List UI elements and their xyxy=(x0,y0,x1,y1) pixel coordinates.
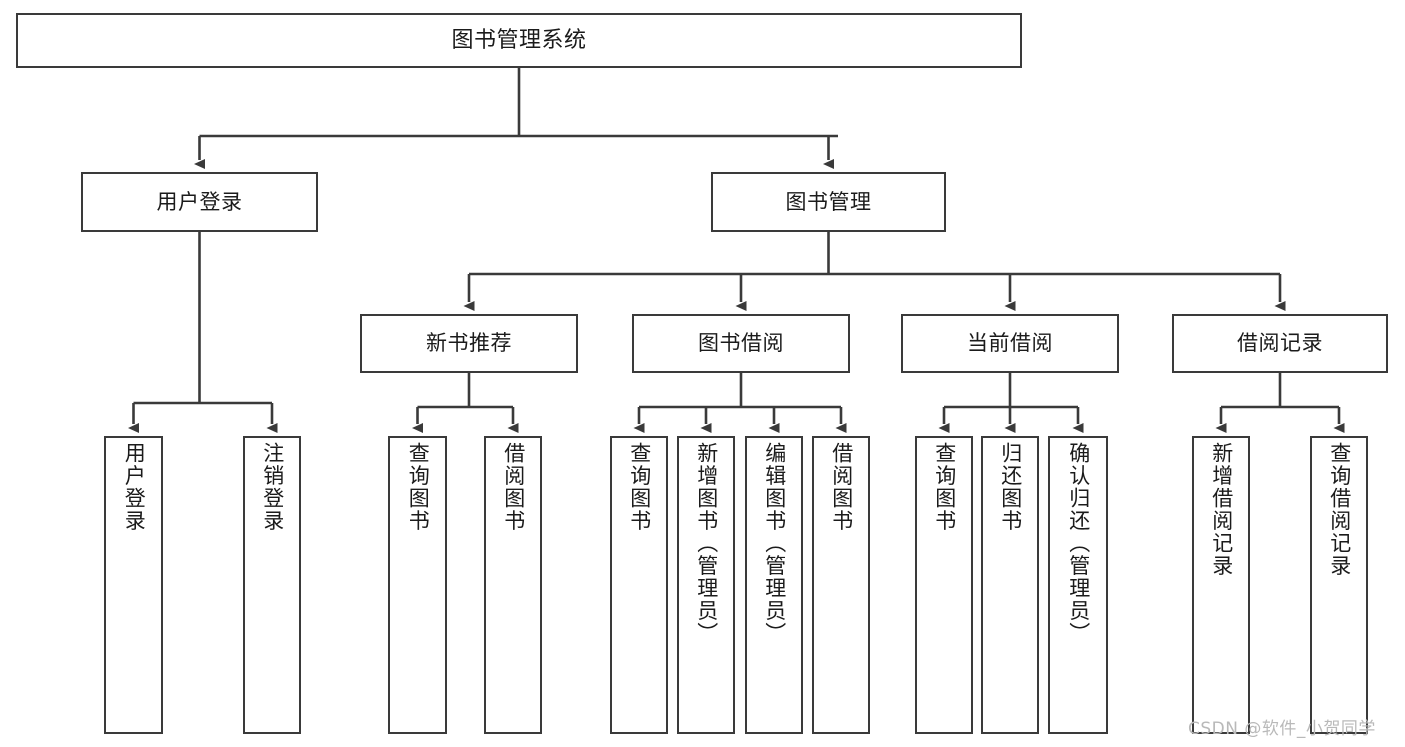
node-leaf-edit-book-admin[interactable]: 编辑图书（管理员） xyxy=(745,436,803,734)
node-leaf-query-book-1[interactable]: 查询图书 xyxy=(388,436,447,734)
node-label: 查询图书 xyxy=(406,442,431,532)
node-label: 注销登录 xyxy=(260,442,285,532)
node-label: 借阅图书 xyxy=(501,442,526,532)
node-label: 借阅记录 xyxy=(1237,331,1323,356)
node-label: 借阅图书 xyxy=(829,442,854,532)
node-label: 查询图书 xyxy=(932,442,957,532)
node-label: 查询借阅记录 xyxy=(1327,442,1352,577)
node-label: 归还图书 xyxy=(998,442,1023,532)
node-leaf-borrow-book-2[interactable]: 借阅图书 xyxy=(812,436,870,734)
node-user-login[interactable]: 用户登录 xyxy=(81,172,318,232)
watermark-text: CSDN @软件_小贺同学 xyxy=(1188,719,1376,739)
node-leaf-return-book[interactable]: 归还图书 xyxy=(981,436,1039,734)
node-leaf-logout-login[interactable]: 注销登录 xyxy=(243,436,301,734)
node-label: 新书推荐 xyxy=(426,331,512,356)
node-root-system[interactable]: 图书管理系统 xyxy=(16,13,1022,68)
node-leaf-borrow-book-1[interactable]: 借阅图书 xyxy=(484,436,542,734)
node-label: 图书借阅 xyxy=(698,331,784,356)
node-book-manage[interactable]: 图书管理 xyxy=(711,172,946,232)
node-leaf-query-book-3[interactable]: 查询图书 xyxy=(915,436,973,734)
node-label: 编辑图书（管理员） xyxy=(762,442,787,645)
node-current-borrow[interactable]: 当前借阅 xyxy=(901,314,1119,373)
node-label: 新增图书（管理员） xyxy=(694,442,719,645)
node-borrow-record[interactable]: 借阅记录 xyxy=(1172,314,1388,373)
node-leaf-add-borrow-record[interactable]: 新增借阅记录 xyxy=(1192,436,1250,734)
node-book-borrow[interactable]: 图书借阅 xyxy=(632,314,850,373)
node-new-book-recommend[interactable]: 新书推荐 xyxy=(360,314,578,373)
node-leaf-query-borrow-record[interactable]: 查询借阅记录 xyxy=(1310,436,1368,734)
node-label: 图书管理系统 xyxy=(451,27,587,53)
node-label: 用户登录 xyxy=(122,442,147,532)
node-label: 查询图书 xyxy=(627,442,652,532)
node-label: 图书管理 xyxy=(785,189,872,214)
node-leaf-confirm-return-admin[interactable]: 确认归还（管理员） xyxy=(1048,436,1108,734)
node-label: 新增借阅记录 xyxy=(1209,442,1234,577)
node-leaf-user-login[interactable]: 用户登录 xyxy=(104,436,163,734)
node-label: 确认归还（管理员） xyxy=(1066,442,1091,645)
node-leaf-add-book-admin[interactable]: 新增图书（管理员） xyxy=(677,436,735,734)
node-label: 用户登录 xyxy=(156,189,243,214)
node-label: 当前借阅 xyxy=(967,331,1053,356)
node-leaf-query-book-2[interactable]: 查询图书 xyxy=(610,436,668,734)
